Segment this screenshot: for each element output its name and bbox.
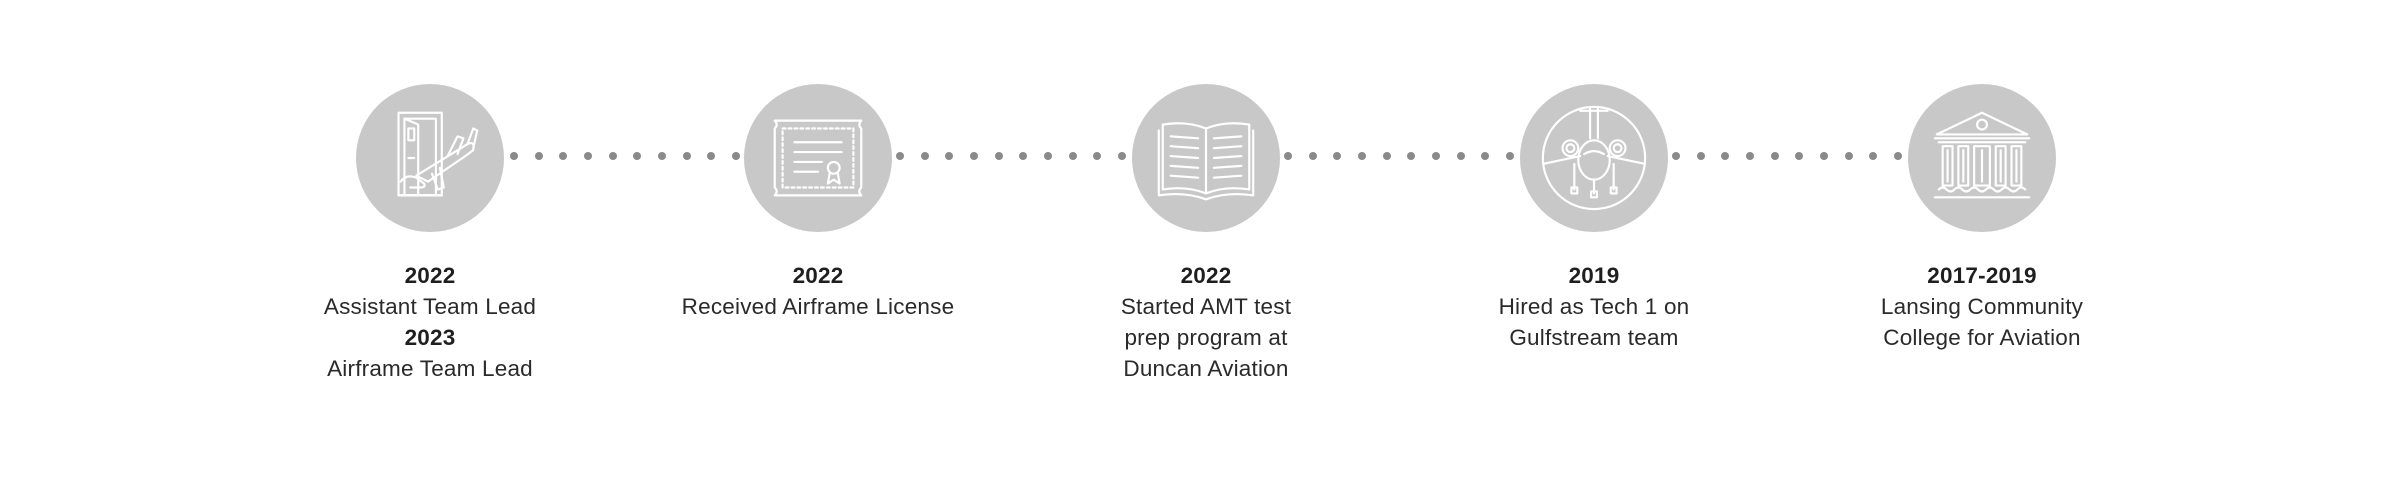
milestone-2-caption: 2022 Received Airframe License <box>682 260 955 322</box>
connector-dot <box>945 152 954 160</box>
connector-dot <box>658 152 666 160</box>
connector-dot <box>1672 152 1680 160</box>
connector-dot <box>1456 152 1465 160</box>
connector-dot <box>1308 152 1317 160</box>
milestone-2: 2022 Received Airframe License <box>638 84 998 322</box>
milestone-description: Hired as Tech 1 on <box>1498 294 1690 319</box>
door-airplane-icon <box>356 84 504 232</box>
connector-dot <box>994 152 1003 160</box>
milestone-description: Airframe Team Lead <box>327 356 533 381</box>
connector-dot <box>1506 152 1514 160</box>
milestone-year: 2022 <box>1180 263 1232 288</box>
connector-dot <box>732 152 740 160</box>
connector-dot <box>608 152 617 160</box>
milestone-description: College for Aviation <box>1883 325 2081 350</box>
connector-dot <box>1481 152 1490 160</box>
timeline-connector-1 <box>510 152 740 160</box>
milestone-description: Gulfstream team <box>1509 325 1679 350</box>
milestone-description: Received Airframe License <box>681 294 955 319</box>
connector-dot <box>1358 152 1366 160</box>
connector-dot <box>1746 152 1754 160</box>
connector-dot <box>559 152 568 160</box>
milestone-5-caption: 2017-2019 Lansing Community College for … <box>1881 260 2083 353</box>
connector-dot <box>633 152 642 160</box>
milestone-year: 2017-2019 <box>1927 263 2037 288</box>
connector-dot <box>584 152 592 160</box>
connector-dot <box>1284 152 1292 160</box>
connector-dot <box>920 152 929 160</box>
connector-dot <box>970 152 978 160</box>
milestone-year: 2023 <box>404 325 456 350</box>
connector-dot <box>1019 152 1028 160</box>
connector-dot <box>534 152 543 160</box>
connector-dot <box>510 152 518 160</box>
connector-dot <box>1068 152 1077 160</box>
milestone-1: 2022 Assistant Team Lead 2023 Airframe T… <box>250 84 610 384</box>
connector-dot <box>1432 152 1440 160</box>
milestone-description: Started AMT test <box>1120 294 1292 319</box>
connector-dot <box>682 152 691 160</box>
connector-dot <box>1820 152 1828 160</box>
connector-dot <box>1118 152 1126 160</box>
connector-dot <box>1044 152 1052 160</box>
connector-dot <box>1382 152 1391 160</box>
milestone-description: prep program at <box>1124 325 1288 350</box>
milestone-year: 2022 <box>792 263 844 288</box>
timeline-connector-2 <box>896 152 1126 160</box>
milestone-year: 2019 <box>1568 263 1620 288</box>
connector-dot <box>1844 152 1853 160</box>
milestone-3: 2022 Started AMT test prep program at Du… <box>1026 84 1386 384</box>
milestone-5: 2017-2019 Lansing Community College for … <box>1802 84 2162 353</box>
milestone-description: Duncan Aviation <box>1123 356 1289 381</box>
milestone-description: Assistant Team Lead <box>323 294 537 319</box>
connector-dot <box>1696 152 1705 160</box>
connector-dot <box>896 152 904 160</box>
milestone-1-caption: 2022 Assistant Team Lead 2023 Airframe T… <box>324 260 536 384</box>
connector-dot <box>707 152 716 160</box>
college-building-icon <box>1908 84 2056 232</box>
certificate-icon <box>744 84 892 232</box>
jet-front-icon <box>1520 84 1668 232</box>
timeline-connector-4 <box>1672 152 1902 160</box>
connector-dot <box>1407 152 1416 160</box>
timeline-connector-3 <box>1284 152 1514 160</box>
connector-dot <box>1721 152 1730 160</box>
connector-dot <box>1333 152 1342 160</box>
milestone-year: 2022 <box>404 263 456 288</box>
milestone-description: Lansing Community <box>1880 294 2084 319</box>
milestone-3-caption: 2022 Started AMT test prep program at Du… <box>1121 260 1291 384</box>
milestone-4: 2019 Hired as Tech 1 on Gulfstream team <box>1414 84 1774 353</box>
connector-dot <box>1894 152 1902 160</box>
open-book-icon <box>1132 84 1280 232</box>
milestone-4-caption: 2019 Hired as Tech 1 on Gulfstream team <box>1499 260 1690 353</box>
connector-dot <box>1093 152 1102 160</box>
connector-dot <box>1869 152 1878 160</box>
connector-dot <box>1770 152 1779 160</box>
connector-dot <box>1795 152 1804 160</box>
